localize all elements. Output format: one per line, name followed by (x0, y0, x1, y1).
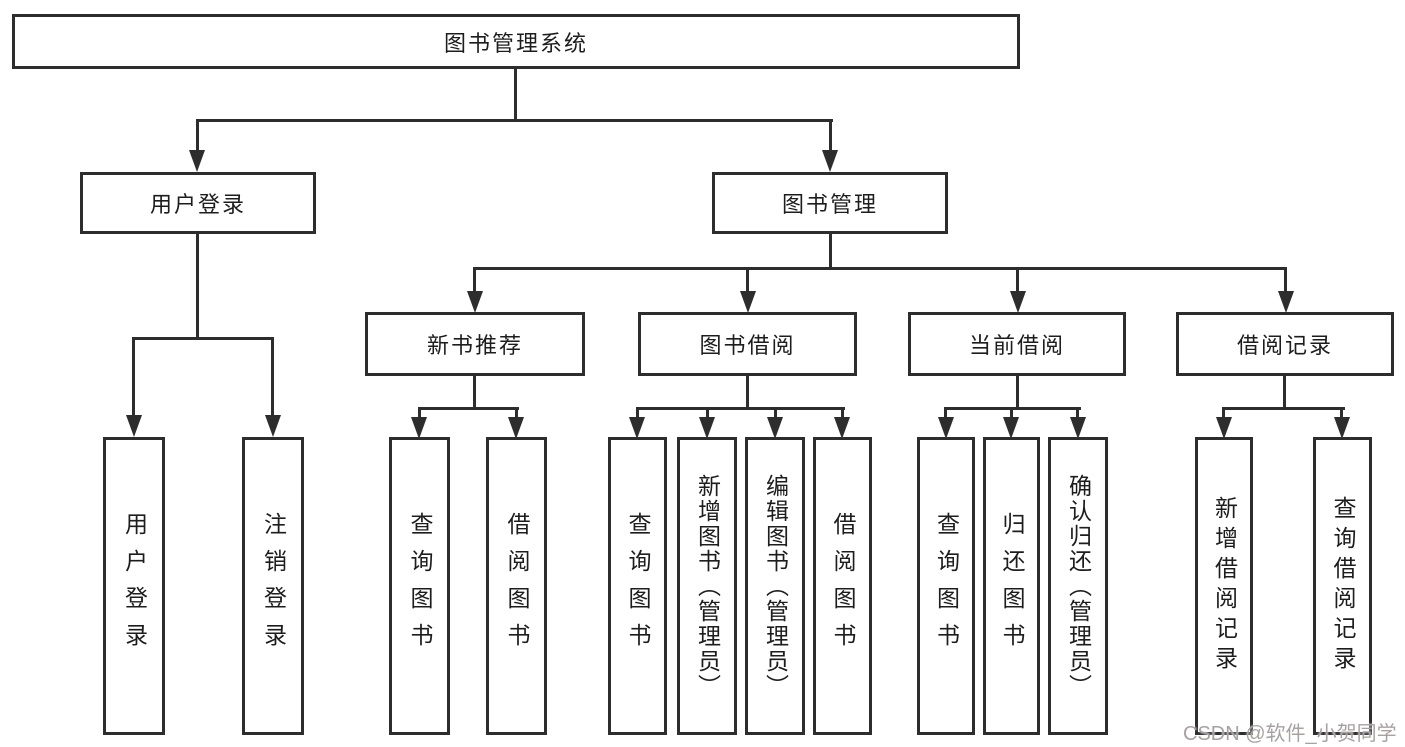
connector-line (944, 407, 947, 420)
leaf-query-book-1-label: 查询图书 (407, 512, 433, 660)
leaf-query-book-2: 查询图书 (608, 437, 667, 735)
arrow-down-icon (1278, 291, 1294, 313)
connector-line (1076, 407, 1079, 420)
connector-line (418, 407, 519, 410)
leaf-borrow-book-2: 借阅图书 (813, 437, 872, 735)
arrow-down-icon (411, 417, 427, 439)
leaf-user-login: 用户登录 (103, 437, 165, 735)
node-root: 图书管理系统 (12, 14, 1020, 69)
node-book-borrow: 图书借阅 (638, 312, 857, 376)
node-new-book-recommend: 新书推荐 (365, 312, 585, 376)
node-borrow-record-label: 借阅记录 (1236, 333, 1333, 358)
connector-line (829, 119, 832, 152)
node-book-management-label: 图书管理 (781, 192, 878, 217)
connector-line (746, 374, 749, 410)
arrow-down-icon (1216, 417, 1232, 439)
node-root-label: 图书管理系统 (443, 30, 588, 56)
connector-line (132, 337, 274, 340)
connector-line (1016, 374, 1019, 410)
connector-line (1016, 267, 1019, 293)
arrow-down-icon (1334, 417, 1350, 439)
leaf-logout: 注销登录 (242, 437, 304, 735)
arrow-down-icon (822, 150, 838, 172)
node-current-borrow-label: 当前借阅 (968, 333, 1065, 358)
connector-line (271, 337, 274, 417)
arrow-down-icon (1070, 417, 1086, 439)
connector-line (636, 407, 845, 410)
connector-line (132, 337, 135, 417)
connector-line (196, 234, 199, 339)
connector-line (473, 267, 1286, 270)
connector-line (706, 407, 709, 420)
leaf-borrow-book-2-label: 借阅图书 (830, 512, 856, 660)
node-book-borrow-label: 图书借阅 (699, 333, 796, 358)
arrow-down-icon (767, 417, 783, 439)
connector-line (1340, 407, 1343, 420)
node-user-login: 用户登录 (80, 172, 316, 234)
leaf-add-borrow-record-label: 新增借阅记录 (1211, 496, 1238, 676)
connector-line (473, 267, 476, 293)
leaf-edit-book-admin-label: 编辑图书（管理员） (762, 473, 789, 699)
leaf-return-book-label: 归还图书 (999, 512, 1025, 660)
connector-line (196, 119, 833, 122)
leaf-add-book-admin: 新增图书（管理员） (677, 437, 737, 735)
connector-line (1222, 407, 1345, 410)
arrow-down-icon (265, 415, 281, 437)
leaf-add-borrow-record: 新增借阅记录 (1195, 437, 1253, 735)
arrow-down-icon (834, 417, 850, 439)
arrow-down-icon (740, 291, 756, 313)
node-borrow-record: 借阅记录 (1176, 312, 1394, 376)
leaf-add-book-admin-label: 新增图书（管理员） (694, 473, 721, 699)
leaf-query-book-2-label: 查询图书 (625, 512, 651, 660)
node-current-borrow: 当前借阅 (908, 312, 1126, 376)
leaf-user-login-label: 用户登录 (121, 512, 148, 660)
arrow-down-icon (189, 150, 205, 172)
leaf-query-borrow-record: 查询借阅记录 (1313, 437, 1372, 735)
arrow-down-icon (1010, 291, 1026, 313)
arrow-down-icon (126, 415, 142, 437)
node-new-book-recommend-label: 新书推荐 (426, 333, 523, 358)
connector-line (841, 407, 844, 420)
connector-line (746, 267, 749, 293)
arrow-down-icon (699, 417, 715, 439)
connector-line (418, 407, 421, 420)
connector-line (1284, 267, 1287, 293)
leaf-query-book-3: 查询图书 (917, 437, 975, 735)
connector-line (1222, 407, 1225, 420)
arrow-down-icon (629, 417, 645, 439)
arrow-down-icon (938, 417, 954, 439)
connector-line (514, 66, 517, 121)
connector-line (515, 407, 518, 420)
connector-line (196, 119, 199, 152)
leaf-query-book-3-label: 查询图书 (933, 512, 960, 660)
arrow-down-icon (1003, 417, 1019, 439)
node-book-management: 图书管理 (712, 172, 948, 234)
leaf-logout-label: 注销登录 (260, 512, 287, 660)
arrow-down-icon (508, 417, 524, 439)
leaf-borrow-book-1: 借阅图书 (486, 437, 547, 735)
node-user-login-label: 用户登录 (149, 192, 246, 217)
leaf-confirm-return-admin: 确认归还（管理员） (1048, 437, 1108, 735)
arrow-down-icon (467, 291, 483, 313)
leaf-borrow-book-1-label: 借阅图书 (504, 512, 530, 660)
connector-line (473, 374, 476, 410)
connector-line (829, 234, 832, 270)
connector-line (1283, 374, 1286, 410)
connector-line (636, 407, 639, 420)
connector-line (774, 407, 777, 420)
leaf-query-borrow-record-label: 查询借阅记录 (1330, 496, 1356, 676)
leaf-confirm-return-admin-label: 确认归还（管理员） (1065, 473, 1092, 699)
connector-line (1010, 407, 1013, 420)
watermark: CSDN @软件_小贺同学 (1183, 723, 1397, 745)
leaf-edit-book-admin: 编辑图书（管理员） (745, 437, 805, 735)
leaf-return-book: 归还图书 (983, 437, 1040, 735)
leaf-query-book-1: 查询图书 (389, 437, 450, 735)
